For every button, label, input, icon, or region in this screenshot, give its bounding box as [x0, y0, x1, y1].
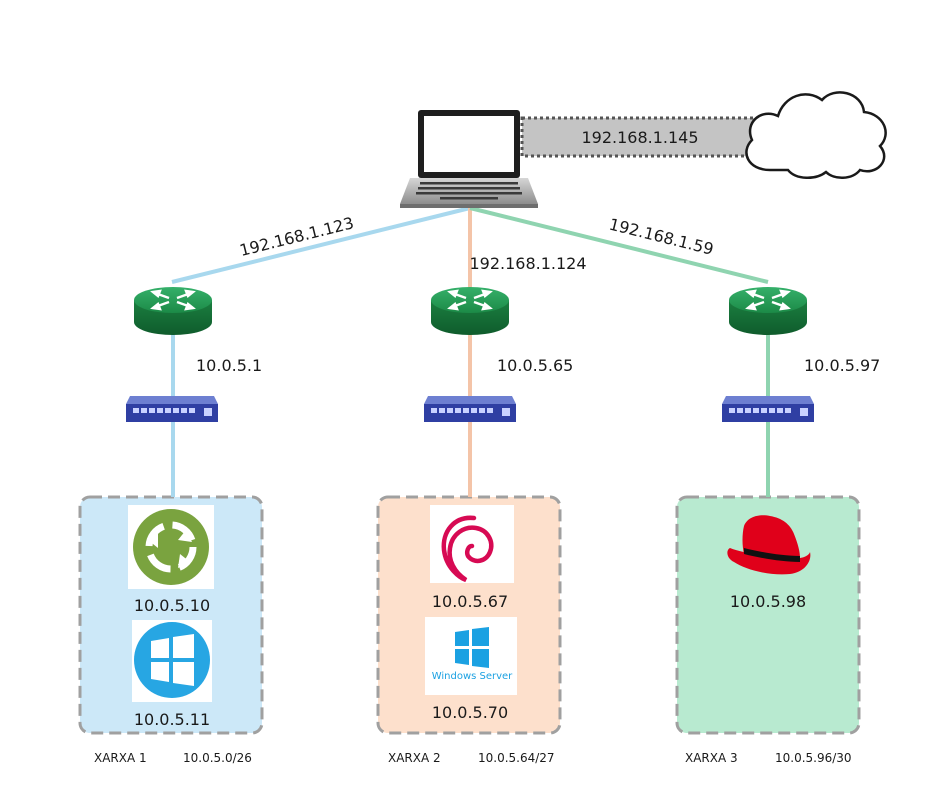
router-lan-ip-label: 10.0.5.65	[497, 356, 573, 375]
router-lan-ip-label: 10.0.5.1	[196, 356, 262, 375]
router-icon	[729, 287, 807, 335]
windows-icon	[132, 620, 212, 702]
switch-icon	[722, 396, 814, 422]
laptop-icon	[400, 110, 538, 208]
windows-server-icon: Windows Server	[425, 617, 517, 695]
link-ip-label: 192.168.1.59	[607, 215, 715, 259]
network-cidr: 10.0.5.0/26	[183, 751, 252, 765]
router-icon	[431, 287, 509, 335]
ubuntu-mate-icon	[128, 505, 214, 589]
router-icon	[134, 287, 212, 335]
host-ip-label: 10.0.5.70	[432, 703, 508, 722]
wan-ip-label: 192.168.1.145	[581, 128, 698, 147]
network-cidr: 10.0.5.96/30	[775, 751, 852, 765]
host-ip-label: 10.0.5.67	[432, 592, 508, 611]
host-ip-label: 10.0.5.98	[730, 592, 806, 611]
host-ip-label: 10.0.5.10	[134, 596, 210, 615]
switch-icon	[424, 396, 516, 422]
network-name: XARXA 1	[94, 751, 147, 765]
windows-server-logo-text: Windows Server	[432, 671, 513, 682]
cloud-icon	[745, 91, 887, 179]
network-name: XARXA 2	[388, 751, 441, 765]
link-line-1	[171, 206, 471, 284]
redhat-icon	[727, 515, 811, 575]
network-name: XARXA 3	[685, 751, 738, 765]
network-cidr: 10.0.5.64/27	[478, 751, 555, 765]
debian-icon	[430, 505, 514, 583]
link-ip-label: 192.168.1.124	[469, 254, 586, 273]
host-ip-label: 10.0.5.11	[134, 710, 210, 729]
link-line-3	[469, 206, 769, 284]
wan-link: 192.168.1.145	[520, 116, 760, 158]
switch-icon	[126, 396, 218, 422]
router-lan-ip-label: 10.0.5.97	[804, 356, 880, 375]
